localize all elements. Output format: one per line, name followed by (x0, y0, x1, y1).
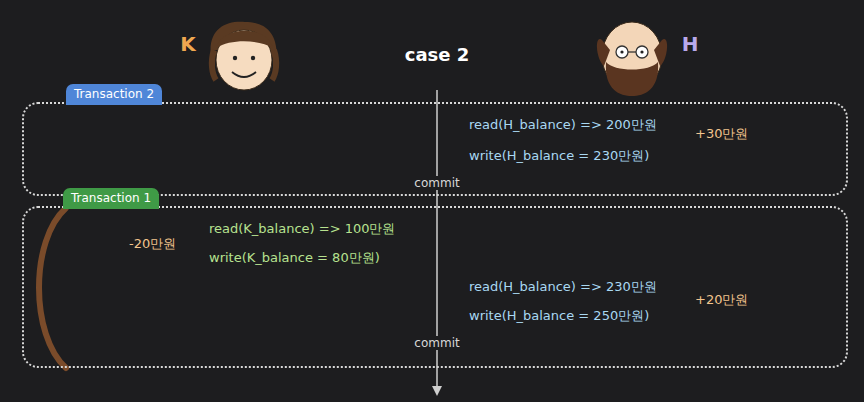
operation-text: read(H_balance) => 230만원 (469, 278, 657, 296)
amount-change: +20만원 (695, 291, 748, 309)
operation-text: read(H_balance) => 200만원 (469, 116, 657, 134)
title-text: case 2 (405, 44, 470, 65)
operation-text: write(H_balance = 230만원) (469, 147, 649, 165)
amount-change: -20만원 (129, 235, 176, 253)
transaction-tab: Transaction 2 (66, 84, 162, 105)
person-label: K (180, 32, 196, 56)
person-label: H (682, 32, 699, 56)
operation-text: read(K_balance) => 100만원 (209, 220, 396, 238)
operation-text: write(H_balance = 250만원) (469, 307, 649, 325)
operation-text: write(K_balance = 80만원) (209, 249, 380, 267)
k-face (211, 22, 277, 90)
amount-change: +30만원 (695, 125, 748, 143)
commit-label: commit (411, 176, 462, 190)
transaction-tab: Transaction 1 (63, 188, 159, 209)
h-face (597, 22, 667, 96)
bracket (39, 208, 66, 368)
timeline-arrowhead (432, 386, 442, 396)
commit-label: commit (411, 336, 462, 350)
